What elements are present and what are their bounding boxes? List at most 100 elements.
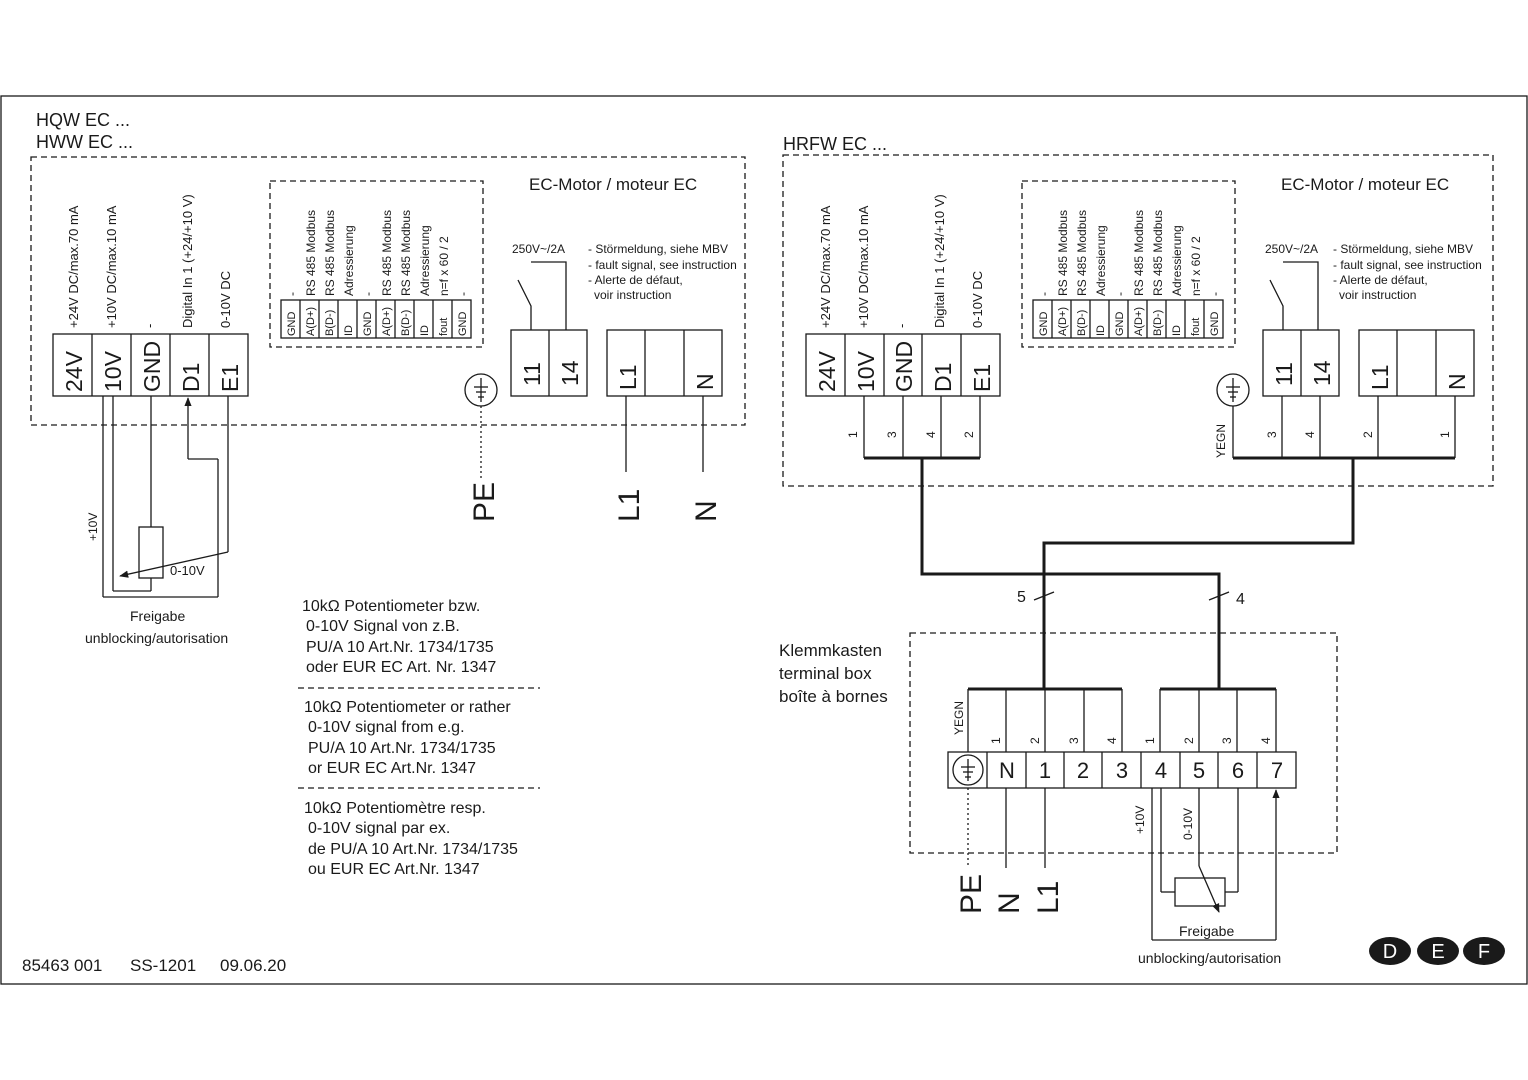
language-badge-e: E [1431,941,1444,963]
wire-number: 1 [1143,737,1157,744]
terminal-box-terminal-1: 1 [1039,758,1051,783]
left-terminal-d1: D1 [178,363,204,392]
terminal-box-terminal-6: 6 [1232,758,1244,783]
right-modbus-desc: n=f x 60 / 2 [1189,236,1203,296]
right-control-wires [863,396,981,460]
right-terminal-10v: 10V [853,350,879,392]
right-modbus-desc: Adressierung [1170,225,1184,296]
right-desc-gnd: - [894,324,909,328]
note-fr-line: 10kΩ Potentiomètre resp. [304,800,486,817]
right-power-wires [1232,396,1456,460]
right-modbus-desc: - [1037,292,1051,296]
left-relay-contact [517,261,567,330]
language-badges: D E F [1369,937,1505,965]
note-fr-line: ou EUR EC Art.Nr. 1347 [308,861,480,878]
left-modbus-desc: - [361,292,375,296]
wire-number: 2 [962,431,976,438]
left-relay-rating: 250V~/2A [512,242,565,256]
right-modbus-pin: ID [1095,325,1107,336]
right-desc-24v: +24V DC/max.70 mA [818,205,833,328]
left-plus10v-label: +10V [86,513,100,541]
cables-to-terminal-box [920,458,1355,689]
left-ground-icon [464,373,498,407]
right-relay-contact [1269,261,1319,330]
wire-number: 3 [1265,431,1279,438]
terminal-box-terminal-3: 3 [1116,758,1128,783]
right-motor-title: EC-Motor / moteur EC [1281,175,1449,194]
right-modbus-pin: A(D+) [1057,307,1069,336]
right-terminal-gnd: GND [891,341,917,392]
left-desc-10v: +10V DC/max.10 mA [104,205,119,328]
note-de-line: PU/A 10 Art.Nr. 1734/1735 [306,639,494,656]
notes-block: 10kΩ Potentiometer bzw. 0-10V Signal von… [298,598,540,878]
left-unblocking-label: unblocking/autorisation [85,630,228,646]
right-power-wire-numbers: 3 4 2 1 [1265,431,1452,438]
right-control-wire-numbers: 1 3 4 2 [846,431,976,438]
left-modbus-desc: - [285,292,299,296]
cable-label-4: 4 [1236,591,1245,608]
wire-number: 4 [1105,737,1119,744]
left-desc-e1: 0-10V DC [218,271,233,328]
left-desc-24v: +24V DC/max.70 mA [66,205,81,328]
terminal-box-terminal-4: 4 [1155,758,1167,783]
terminal-box-unblocking-label: unblocking/autorisation [1138,950,1281,966]
wire-number: 1 [846,431,860,438]
right-terminal-24v: 24V [814,350,840,392]
terminal-box-0-10v-label: 0-10V [1181,808,1195,840]
terminal-box-outline [909,632,1338,854]
right-modbus-desc: RS 485 Modbus [1056,210,1070,296]
right-relay-note: - Alerte de défaut, [1333,273,1428,287]
terminal-box-terminal-7: 7 [1271,758,1283,783]
left-modbus-pin-strip: GND A(D+) B(D-) ID GND A(D+) B(D-) ID fo… [280,299,472,339]
right-modbus-desc: - [1113,292,1127,296]
left-modbus-desc: RS 485 Modbus [323,210,337,296]
wire-number: 1 [989,737,1003,744]
note-de-line: 10kΩ Potentiometer bzw. [302,598,480,615]
terminal-box-terminal-n: N [999,758,1015,783]
left-modbus-pin: A(D+) [305,307,317,336]
right-relay-rating: 250V~/2A [1265,242,1318,256]
wire-number: 4 [1259,737,1273,744]
terminal-box-feed-n: N [993,892,1026,914]
right-modbus-descriptions: - RS 485 Modbus RS 485 Modbus Adressieru… [1037,210,1222,296]
left-modbus-desc: Adressierung [342,225,356,296]
left-power-terminal-block: L1 N [606,329,723,397]
right-relay-terminal-11: 11 [1271,362,1297,386]
left-modbus-desc: - [456,292,470,296]
left-freigabe-label: Freigabe [130,608,185,624]
terminal-box-yegn-label: YEGN [952,701,966,735]
left-potentiometer-circuit [102,396,229,598]
right-modbus-pin: A(D+) [1133,307,1145,336]
wire-number: 3 [885,431,899,438]
cable-label-5: 5 [1017,589,1026,606]
right-desc-e1: 0-10V DC [970,271,985,328]
right-modbus-pin: ID [1171,325,1183,336]
right-desc-d1: Digital In 1 (+24/+10 V) [932,194,947,328]
drawing-frame [0,95,1528,985]
right-desc-10v: +10V DC/max.10 mA [856,205,871,328]
wire-number: 3 [1067,737,1081,744]
left-terminal-24v: 24V [61,350,87,392]
left-power-terminal-n: N [692,373,718,390]
left-desc-gnd: - [142,324,157,328]
right-relay-note: voir instruction [1339,288,1416,302]
left-modbus-pin: B(D-) [400,310,412,336]
right-relay-notes: - Störmeldung, siehe MBV - fault signal,… [1333,242,1482,302]
wire-number: 4 [924,431,938,438]
right-relay-terminal-block: 11 14 [1262,329,1340,397]
left-modbus-pin: ID [343,325,355,336]
right-power-terminal-block: L1 N [1358,329,1475,397]
language-badge-f: F [1478,941,1490,963]
left-relay-terminal-11: 11 [519,362,545,386]
left-modbus-pin: ID [419,325,431,336]
right-modbus-pin: B(D-) [1152,310,1164,336]
wire-number: 2 [1028,737,1042,744]
right-relay-note: - fault signal, see instruction [1333,258,1482,272]
right-modbus-pin: B(D-) [1076,310,1088,336]
left-relay-note: - fault signal, see instruction [588,258,737,272]
right-modbus-desc: Adressierung [1094,225,1108,296]
right-power-terminal-n: N [1444,373,1470,390]
terminal-box-freigabe-label: Freigabe [1179,923,1234,939]
terminal-box-potentiometer-circuit [1151,788,1280,941]
